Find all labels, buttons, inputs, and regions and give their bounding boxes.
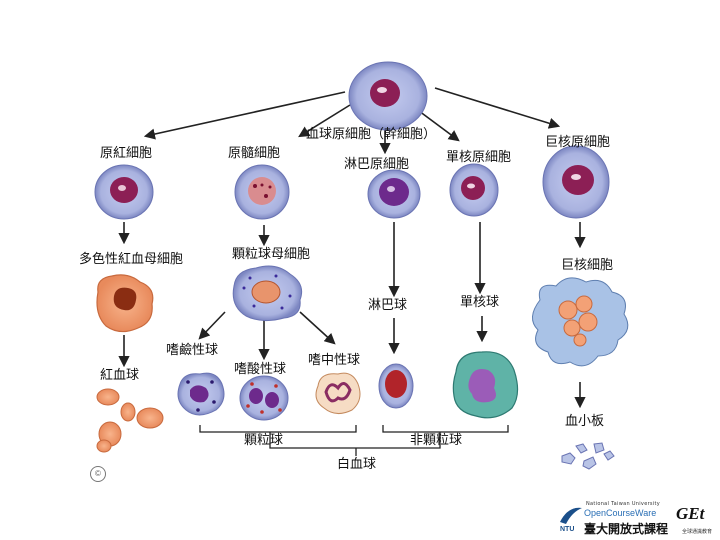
- label-neutrophil: 嗜中性球: [308, 353, 360, 368]
- ocw-chinese-title: 臺大開放式課程: [584, 522, 669, 536]
- label-monocyte: 單核球: [460, 295, 499, 310]
- label-eosinophil: 嗜酸性球: [234, 362, 286, 377]
- label-megakaryoblast: 巨核原細胞: [545, 135, 610, 150]
- label-proerythroblast: 原紅細胞: [100, 146, 152, 161]
- monoblast-cell: [449, 163, 499, 217]
- neutrophil-cell: [315, 372, 361, 414]
- label-lymphoblast: 淋巴原細胞: [344, 157, 409, 172]
- label-agranulocytes: 非顆粒球: [410, 433, 462, 448]
- polychromatic-erythroblast-cell: [96, 274, 154, 333]
- label-platelet: 血小板: [565, 414, 604, 429]
- label-lymphocyte: 淋巴球: [368, 298, 407, 313]
- label-myelocyte: 顆粒球母細胞: [232, 247, 310, 262]
- label-basophil: 嗜鹼性球: [166, 342, 218, 358]
- labels: 血球原細胞（幹細胞） 原紅細胞 原髓細胞 淋巴原細胞 單核原細胞 巨核原細胞 多…: [79, 126, 613, 472]
- brackets: [199, 425, 509, 456]
- label-megakaryocyte: 巨核細胞: [561, 258, 613, 273]
- ntu-swoosh-icon: [560, 507, 582, 524]
- megakaryocyte-cell: [532, 277, 629, 367]
- myelocyte-cell: [232, 265, 303, 322]
- label-myeloblast: 原髓細胞: [228, 146, 280, 161]
- megakaryoblast-cell: [542, 145, 610, 219]
- lymphocyte-cell: [378, 363, 414, 409]
- get-logo: GEt: [676, 504, 705, 523]
- get-subtitle: 全球通識教育: [682, 529, 713, 535]
- ocw-footer: NTU National Taiwan University OpenCours…: [558, 500, 720, 540]
- label-polychromatic-erythroblast: 多色性紅血母細胞: [79, 251, 183, 267]
- arrows: [118, 87, 586, 409]
- lymphoblast-cell: [367, 169, 421, 219]
- erythrocyte-cells: [96, 388, 164, 453]
- cc-license-icon: ©: [90, 466, 106, 482]
- ocw-brand: OpenCourseWare: [584, 508, 657, 518]
- monocyte-cell: [452, 351, 519, 419]
- stem-cell: [348, 61, 428, 131]
- platelet-cells: [561, 442, 615, 470]
- proerythroblast-cell: [94, 164, 154, 220]
- label-erythrocyte: 紅血球: [100, 368, 139, 383]
- ntu-mark: NTU: [560, 526, 575, 533]
- basophil-cell: [177, 372, 225, 416]
- label-stem: 血球原細胞（幹細胞）: [306, 126, 436, 142]
- eosinophil-cell: [239, 375, 289, 421]
- label-monoblast: 單核原細胞: [446, 150, 511, 165]
- ntu-name-small: National Taiwan University: [586, 501, 661, 507]
- label-granulocytes: 顆粒球: [244, 433, 283, 448]
- myeloblast-cell: [234, 164, 290, 220]
- label-leukocytes: 白血球: [337, 456, 376, 472]
